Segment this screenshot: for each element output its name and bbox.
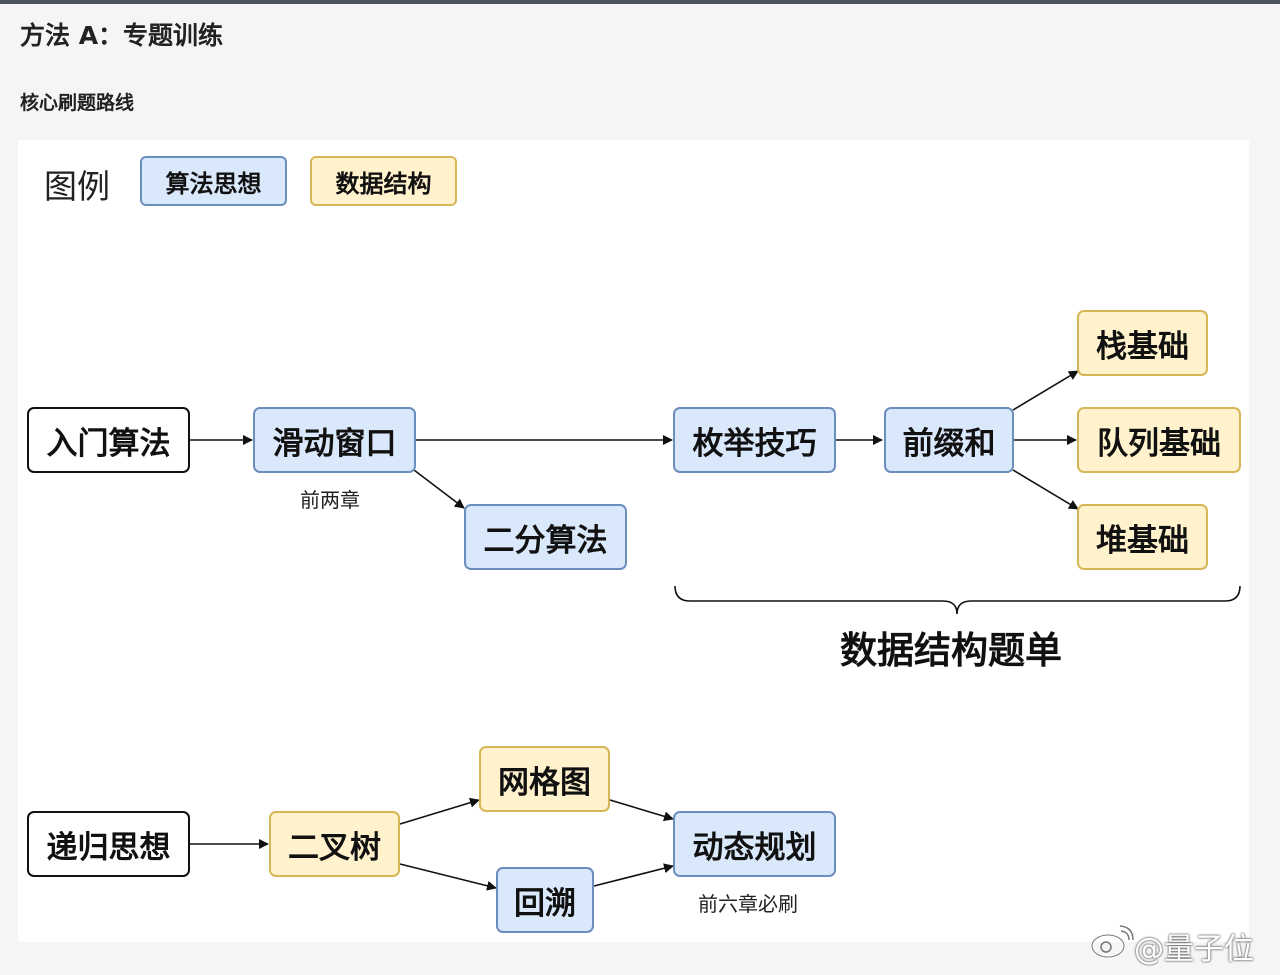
group-brace (674, 585, 1241, 615)
note-sliding-window: 前两章 (300, 488, 360, 512)
edge-tree-to-backtrack (399, 863, 497, 891)
legend-algorithm: 算法思想 (140, 156, 287, 206)
edge-prefix-to-stack (1012, 370, 1079, 411)
node-enumeration-tricks: 枚举技巧 (673, 407, 836, 473)
section-title: 核心刷题路线 (20, 92, 135, 114)
node-queue-basics: 队列基础 (1077, 407, 1241, 473)
edge-grid-to-dp (609, 799, 674, 822)
weibo-icon (1090, 925, 1134, 959)
page-title: 方法 A：专题训练 (20, 21, 224, 50)
node-intro-algorithms: 入门算法 (27, 407, 190, 473)
watermark: @量子位 (1134, 932, 1254, 967)
node-backtracking: 回溯 (496, 867, 594, 933)
note-dynamic-programming: 前六章必刷 (698, 892, 798, 916)
edge-tree-to-grid (399, 797, 480, 825)
node-binary-tree: 二叉树 (269, 811, 400, 877)
node-sliding-window: 滑动窗口 (253, 407, 416, 473)
edge-backtrack-to-dp (593, 863, 674, 887)
diagram-edges (190, 370, 1241, 891)
top-bar (0, 0, 1280, 4)
group-label-data-structures: 数据结构题单 (840, 629, 1062, 672)
node-heap-basics: 堆基础 (1077, 504, 1208, 570)
node-prefix-sum: 前缀和 (884, 407, 1014, 473)
edge-sliding-to-binary (413, 469, 465, 509)
node-binary-search: 二分算法 (464, 504, 627, 570)
legend-title: 图例 (44, 167, 110, 206)
edge-prefix-to-heap (1012, 469, 1079, 510)
node-recursion: 递归思想 (27, 811, 190, 877)
diagram-canvas: 图例 算法思想 数据结构 入门算法 滑动窗口 前两章 二分算法 枚举技巧 前缀和… (18, 140, 1249, 942)
legend-data-structure: 数据结构 (310, 156, 457, 206)
node-stack-basics: 栈基础 (1077, 310, 1208, 376)
node-dynamic-programming: 动态规划 (673, 811, 836, 877)
node-grid-graph: 网格图 (479, 746, 610, 812)
